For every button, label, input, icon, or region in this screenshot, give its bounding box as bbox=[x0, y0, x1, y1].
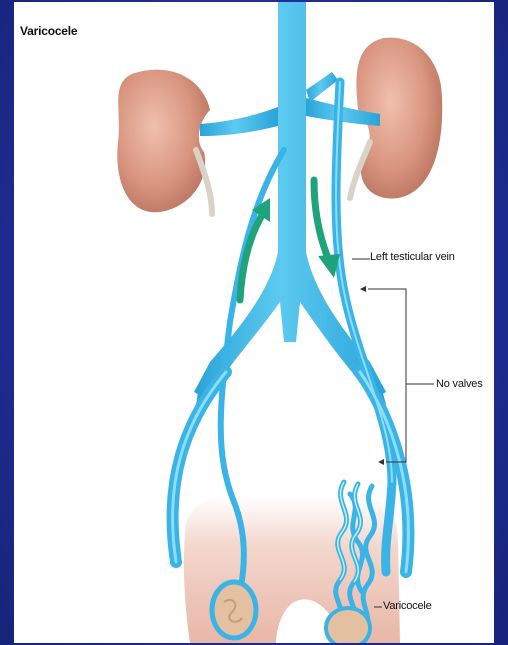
left-testis bbox=[326, 608, 370, 643]
label-varicocele: Varicocele bbox=[383, 600, 432, 612]
leader-no-valves-bracket bbox=[368, 289, 434, 462]
right-testis bbox=[212, 582, 256, 638]
diagram-panel: Varicocele Left testicular vein No valve… bbox=[14, 2, 494, 643]
anatomy-illustration bbox=[14, 2, 494, 643]
left-kidney bbox=[117, 70, 210, 213]
label-left-testicular-vein: Left testicular vein bbox=[370, 251, 455, 263]
label-no-valves: No valves bbox=[436, 378, 483, 390]
diagram-title: Varicocele bbox=[20, 24, 77, 38]
